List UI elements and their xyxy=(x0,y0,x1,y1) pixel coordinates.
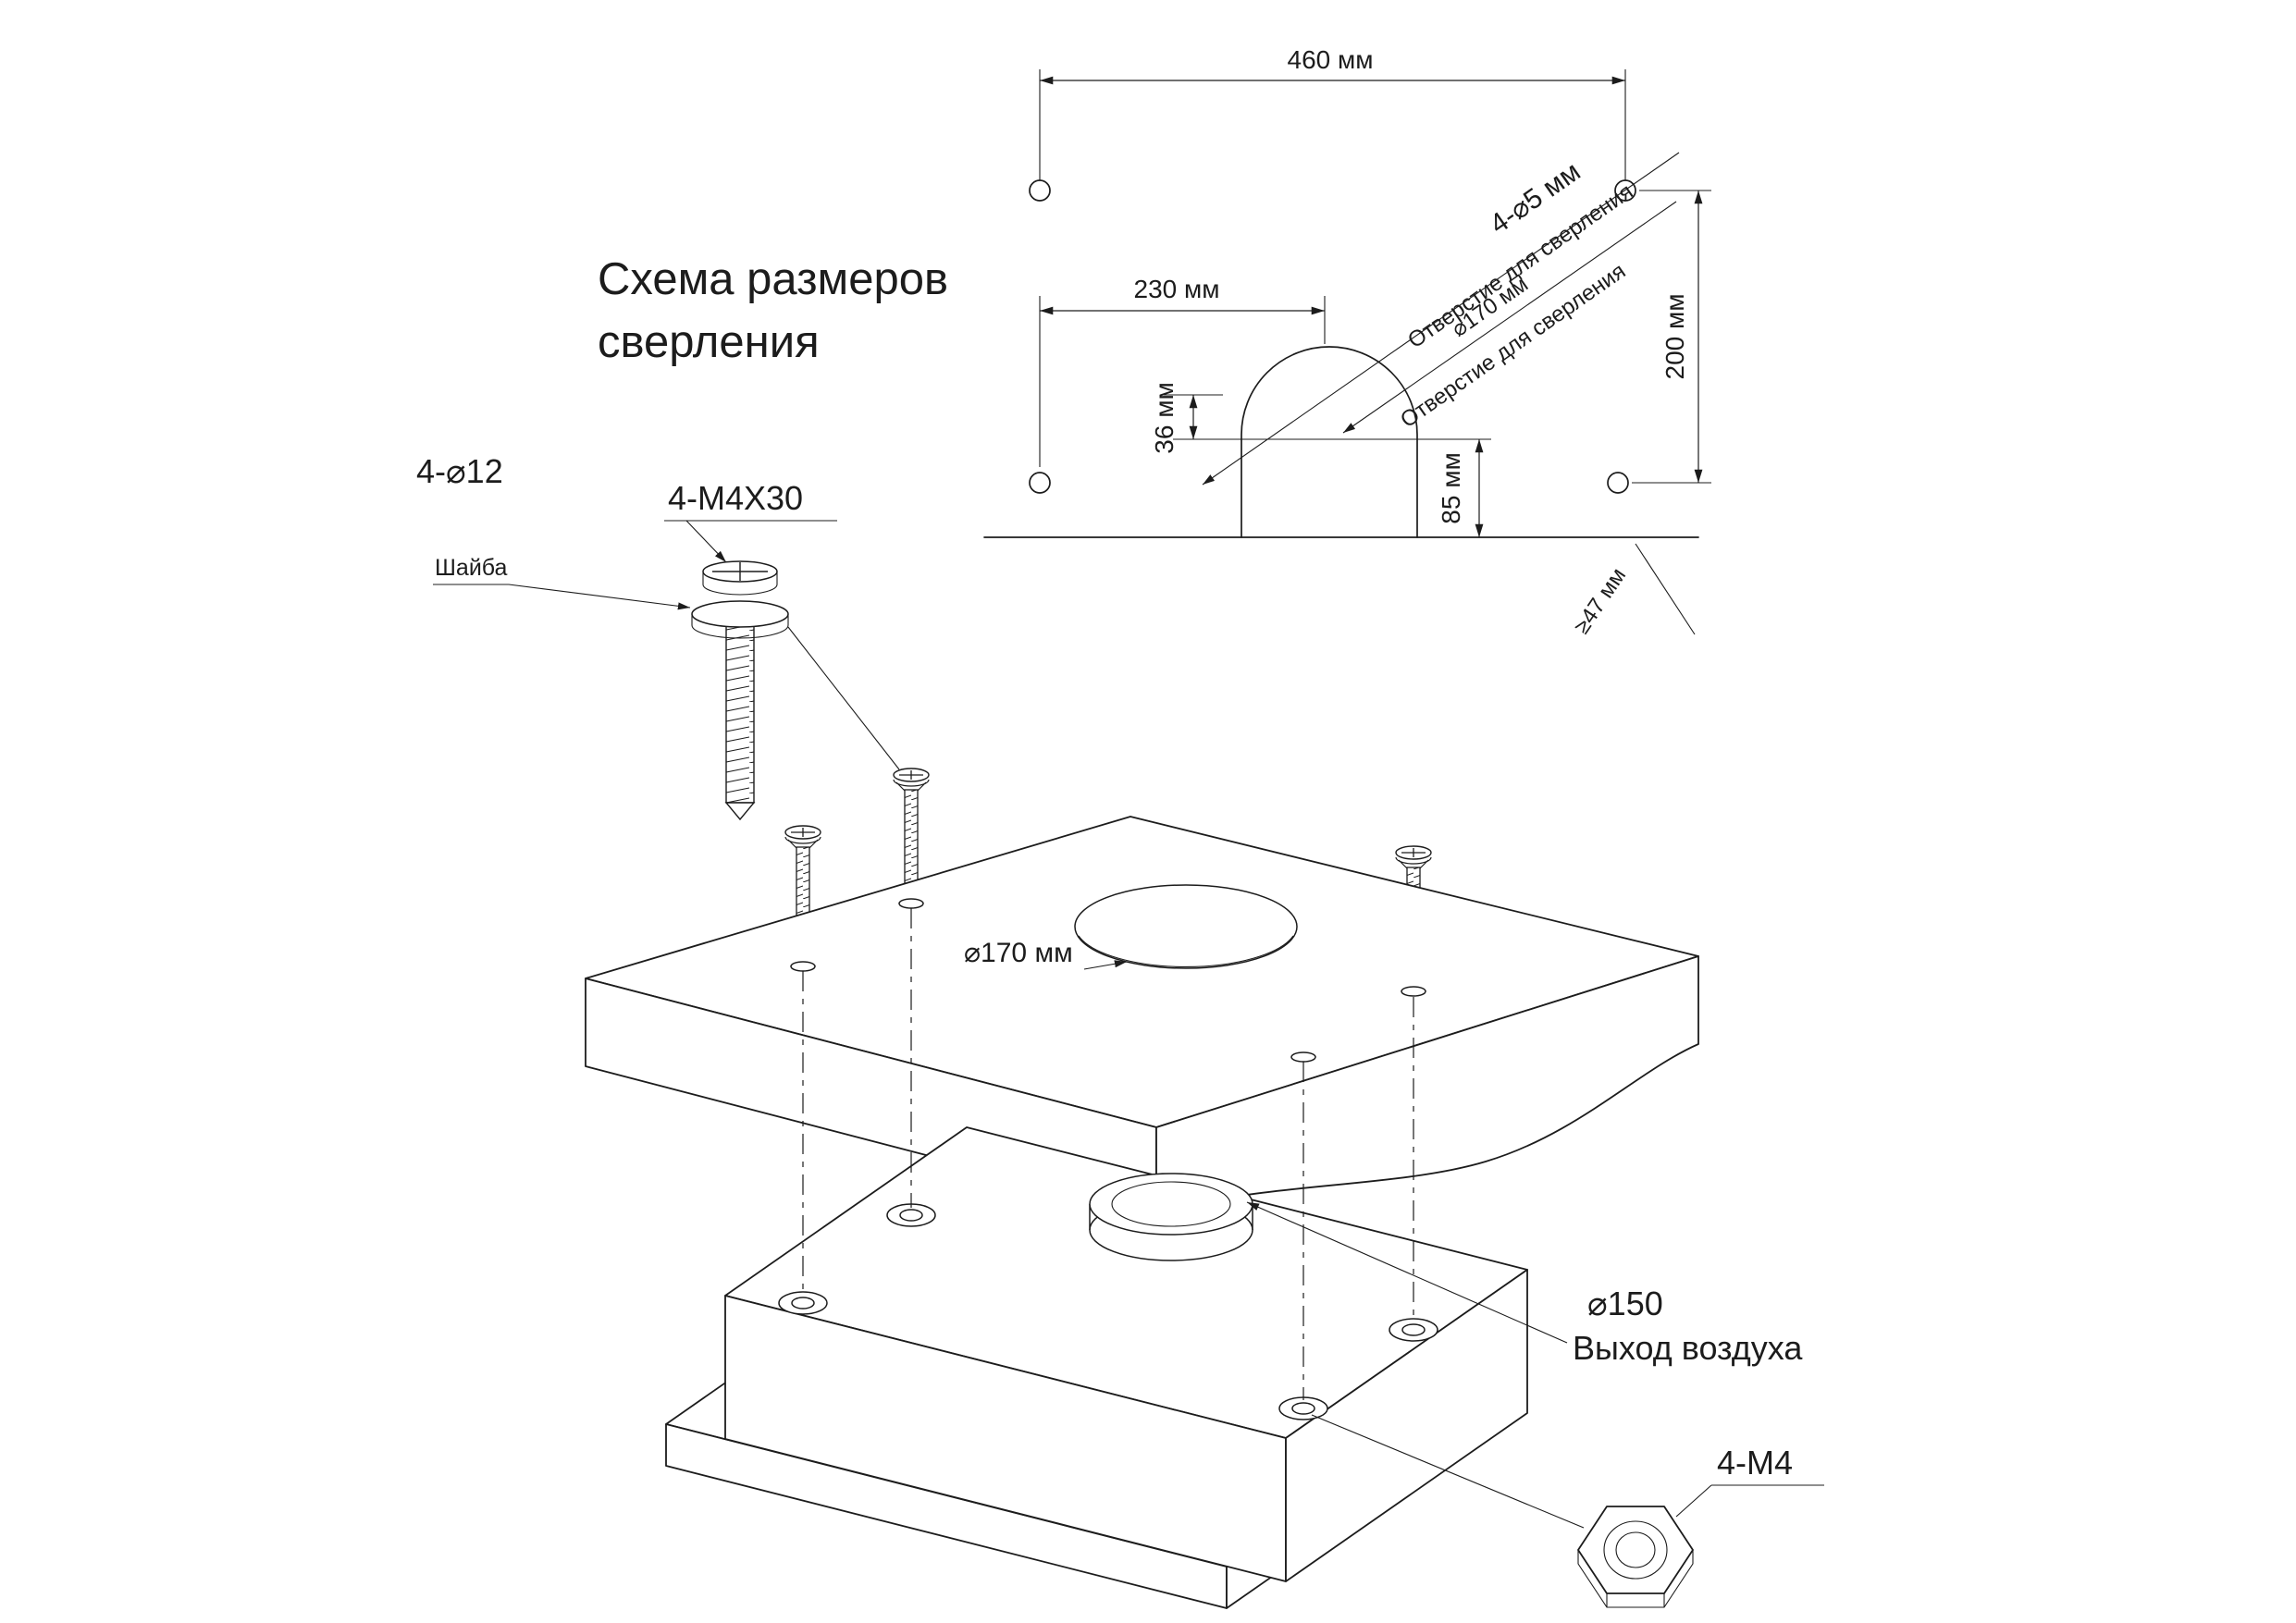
nut-callout: 4-M4 xyxy=(1311,1414,1824,1608)
label-panel-cutout: ⌀170 мм xyxy=(964,938,1073,968)
panel-hole-2 xyxy=(898,898,924,909)
outlet-callout: ⌀150 Выход воздуха xyxy=(1246,1201,1803,1367)
panel-duct-cutout xyxy=(1074,884,1298,969)
drill-hole-bottom-left xyxy=(1029,472,1051,494)
screw-head-slot xyxy=(712,562,768,581)
dim-min-edge: ≥47 мм xyxy=(1569,563,1631,638)
duct-arch-cutout xyxy=(1241,346,1418,538)
screw-shank xyxy=(725,624,755,804)
label-outlet-diameter: ⌀150 xyxy=(1587,1285,1663,1322)
title-line-2: сверления xyxy=(598,317,820,367)
nut-top-face xyxy=(1577,1506,1694,1594)
panel-hole-3 xyxy=(1290,1051,1316,1063)
drill-template: 460 мм 230 мм 36 мм 85 мм 200 мм ≥47 мм … xyxy=(983,45,1711,638)
panel-hole-4 xyxy=(1401,986,1426,997)
washer xyxy=(691,600,789,628)
hood-body xyxy=(724,1126,1528,1582)
label-screw-size: 4-M4X30 xyxy=(668,479,803,517)
fastener-callouts: 4-⌀12 4-M4X30 Шайба xyxy=(416,452,837,608)
dim-36: 36 мм xyxy=(1150,382,1179,453)
screw-tip xyxy=(724,802,756,821)
label-outlet: Выход воздуха xyxy=(1573,1329,1803,1367)
diagram-title: Схема размеров сверления xyxy=(598,254,948,367)
drill-hole-top-left xyxy=(1029,179,1051,202)
air-outlet-collar xyxy=(1089,1173,1253,1261)
dim-85: 85 мм xyxy=(1437,452,1465,523)
cabinet-panel: ⌀170 мм xyxy=(585,816,1699,1216)
hood-front-right-face xyxy=(1285,1269,1528,1582)
dim-200: 200 мм xyxy=(1660,294,1689,380)
label-washer: Шайба xyxy=(435,555,508,581)
label-washer-count: 4-⌀12 xyxy=(416,452,503,490)
title-line-1: Схема размеров xyxy=(598,254,948,304)
hood-mounting-grommets xyxy=(778,1203,1438,1420)
dim-230: 230 мм xyxy=(1134,275,1220,303)
hex-nut xyxy=(1577,1506,1694,1608)
panel-hole-1 xyxy=(790,961,816,972)
dim-460: 460 мм xyxy=(1288,45,1374,74)
leader-screw-holes xyxy=(1202,152,1680,486)
label-nut: 4-M4 xyxy=(1717,1444,1793,1482)
machine-screw-illustration xyxy=(691,560,900,821)
leader-duct-hole xyxy=(1342,201,1677,434)
drill-hole-bottom-right xyxy=(1607,472,1629,494)
screw-centerlines xyxy=(802,908,1414,1400)
